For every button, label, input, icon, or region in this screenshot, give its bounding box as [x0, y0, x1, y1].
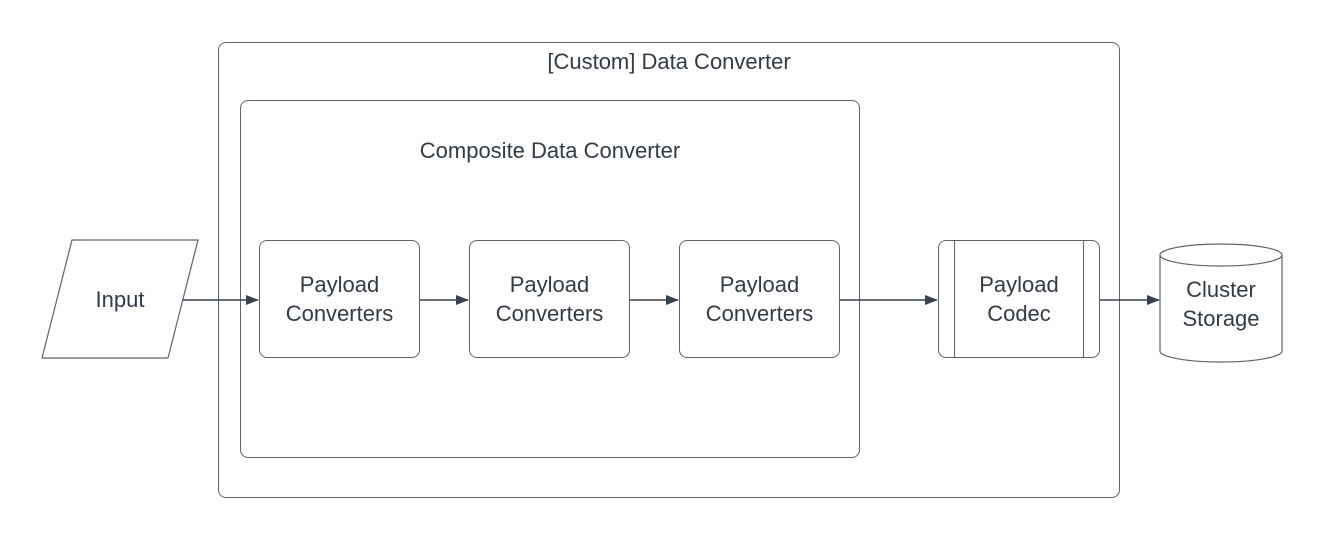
input-label: Input: [95, 286, 145, 312]
custom-data-converter-title: [Custom] Data Converter: [547, 49, 791, 74]
payload-converters-label-1: Payload Converters: [285, 272, 394, 326]
codec-right-divider: [1083, 241, 1084, 357]
codec-left-divider: [954, 241, 955, 357]
payload-converters-node-2: Payload Converters: [469, 240, 630, 358]
composite-data-converter-title: Composite Data Converter: [419, 138, 681, 163]
composite-data-converter-container: Composite Data Converter: [240, 100, 860, 458]
payload-codec-label: Payload Codec: [979, 272, 1059, 326]
payload-converters-label-2: Payload Converters: [495, 272, 604, 326]
payload-converters-node-1: Payload Converters: [259, 240, 420, 358]
payload-converters-label-3: Payload Converters: [705, 272, 814, 326]
payload-codec-node: Payload Codec: [938, 240, 1100, 358]
payload-converters-node-3: Payload Converters: [679, 240, 840, 358]
custom-data-converter-container: [Custom] Data Converter: [218, 42, 1120, 498]
cluster-storage-label: Cluster Storage: [1182, 277, 1260, 331]
